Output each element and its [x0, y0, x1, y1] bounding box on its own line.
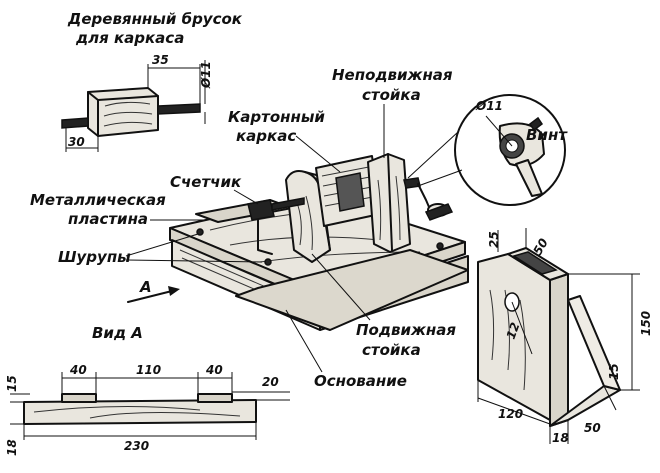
view-a-drawing: [10, 372, 290, 440]
view-a-mid-dim: 110: [136, 363, 161, 377]
plate-label-2: пластина: [68, 210, 148, 228]
post-width-dim: 120: [498, 407, 523, 421]
view-a-total-dim: 230: [124, 439, 149, 453]
frame-label-2: каркас: [236, 127, 296, 145]
bar-length-dim: 35: [152, 53, 169, 67]
fixed-post-label-2: стойка: [362, 86, 421, 104]
bar-title-line2: для каркаса: [75, 29, 184, 47]
view-a-height-dim: 15: [5, 375, 19, 392]
cardboard-frame: [315, 155, 381, 227]
view-arrow-head: [168, 286, 180, 296]
post-base-depth-dim: 50: [584, 421, 601, 435]
post-thick-dim: 18: [552, 431, 569, 445]
fixed-post-label-1: Неподвижная: [332, 66, 453, 84]
post-foot-dim: 15: [607, 363, 621, 380]
bar-diameter-dim: Ø11: [199, 61, 213, 89]
screws-label: Шурупы: [58, 248, 131, 266]
view-a-side-dim: 20: [262, 375, 279, 389]
post-top-dim: 25: [487, 231, 501, 248]
post-height-dim: 150: [639, 311, 653, 336]
screw-callout: [407, 94, 566, 206]
crank-handle: [403, 177, 454, 221]
counter: [247, 197, 305, 255]
post-detail-drawing: [477, 228, 640, 444]
post-hole-dim: 12: [504, 321, 523, 341]
plate-label-1: Металлическая: [30, 191, 166, 209]
base-label: Основание: [314, 372, 407, 390]
bar-width-dim: 30: [68, 135, 85, 149]
screw-label: Винт: [526, 126, 568, 144]
counter-label: Счетчик: [170, 173, 242, 191]
view-a-right-dim: 40: [205, 363, 223, 377]
fixed-post: [367, 153, 411, 253]
bar-title-line1: Деревянный брусок: [67, 10, 243, 28]
view-a-label: Вид А: [92, 324, 143, 342]
arrow-a-label: А: [139, 278, 152, 296]
movable-post-label-1: Подвижная: [356, 321, 456, 339]
view-arrow: [127, 289, 177, 303]
frame-label-1: Картонный: [228, 108, 325, 126]
movable-post-label-2: стойка: [362, 341, 421, 359]
view-a-left-dim: 40: [69, 363, 87, 377]
hole-diameter-dim: Ø11: [475, 99, 503, 113]
view-a-thickness-dim: 18: [5, 439, 19, 456]
wooden-bar-detail: [61, 60, 206, 152]
